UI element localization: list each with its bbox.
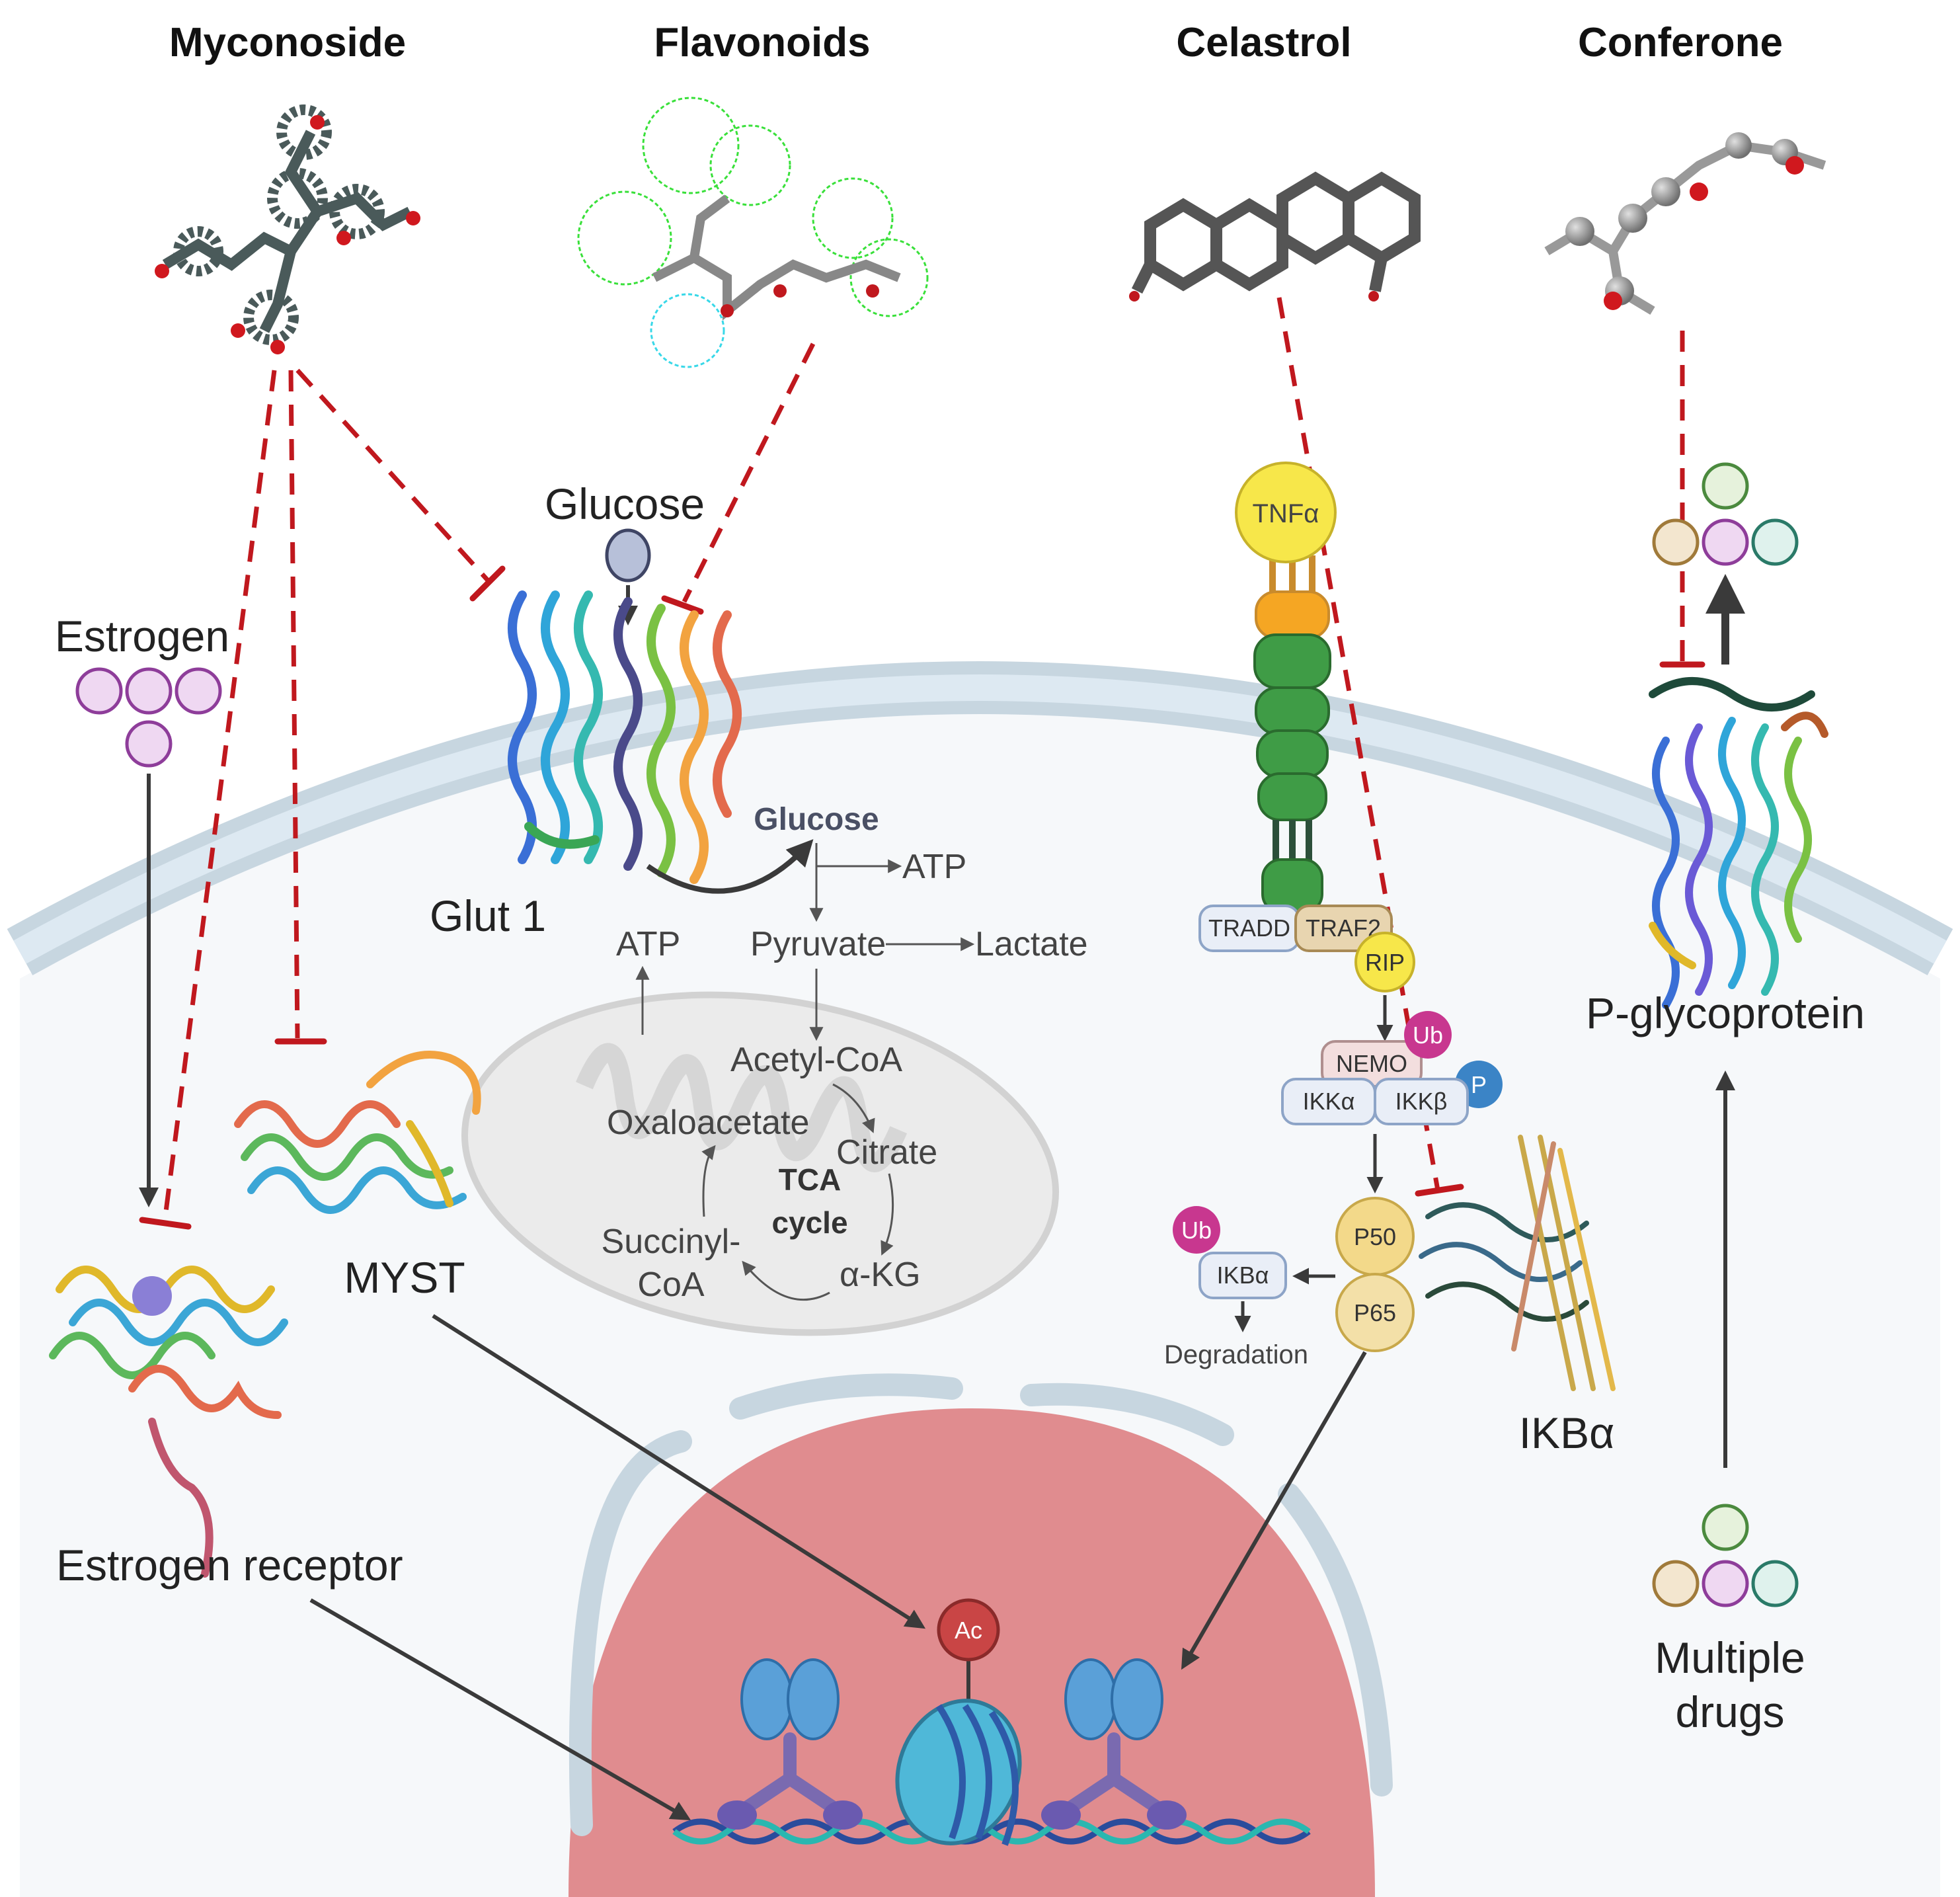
celastrol-structure: [1129, 171, 1421, 302]
ikkb-label: IKKβ: [1395, 1088, 1448, 1115]
tca-label-line1: TCA: [779, 1162, 842, 1197]
ub-label-2: Ub: [1181, 1217, 1212, 1244]
tca-label-line2: cycle: [771, 1205, 847, 1240]
oxaloacetate-label: Oxaloacetate: [607, 1104, 809, 1142]
celastrol-title: Celastrol: [1176, 20, 1351, 65]
conferone-title: Conferone: [1578, 20, 1783, 65]
estrogen-label: Estrogen: [55, 612, 229, 661]
succinyl-coa-label-line1: Succinyl-: [602, 1223, 741, 1261]
myst-protein: [234, 1051, 481, 1214]
tnf-receptor: [1253, 555, 1331, 914]
ub-node-2: [1173, 1206, 1220, 1254]
atp-top-label: ATP: [902, 848, 966, 886]
myst-arrow: [432, 1314, 926, 1629]
tradd-label: TRADD: [1208, 914, 1290, 942]
p65-label: P65: [1354, 1299, 1396, 1326]
rip-node: [1354, 932, 1415, 992]
estrogen-receptor-protein: [49, 1266, 288, 1578]
ikkb-box: [1374, 1078, 1469, 1125]
cell-membrane: [7, 661, 1953, 1897]
transcription-factor-right: [1041, 1658, 1187, 1830]
degradation-label: Degradation: [1164, 1340, 1308, 1369]
estrogen-molecules: [75, 667, 222, 768]
akg-label: α-KG: [840, 1256, 921, 1294]
glut1-protein: [508, 590, 742, 884]
ub-label-1: Ub: [1413, 1022, 1443, 1049]
mitochondrion: [461, 991, 1059, 1336]
rip-label: RIP: [1365, 949, 1405, 976]
tnfa-node: [1235, 462, 1337, 563]
citrate-label: Citrate: [836, 1133, 937, 1172]
atp-left-label: ATP: [616, 925, 680, 963]
efflux-drugs: [1652, 462, 1799, 566]
myconoside-structure: [155, 104, 420, 354]
flavonoids-structure: [577, 97, 929, 368]
ub-node-1: [1404, 1011, 1452, 1059]
glut1-label: Glut 1: [430, 891, 546, 940]
myst-label: MYST: [344, 1253, 465, 1302]
ikba-box-label: IKBα: [1217, 1262, 1269, 1289]
nemo-label: NEMO: [1336, 1050, 1407, 1077]
ikka-label: IKKα: [1303, 1088, 1355, 1115]
ikba-protein: [1419, 1135, 1616, 1391]
glucose-molecule: [605, 528, 651, 583]
p-glycoprotein-protein: [1649, 677, 1828, 1009]
ikba-box: [1198, 1252, 1287, 1299]
p-glycoprotein-label: P-glycoprotein: [1586, 989, 1865, 1037]
glucose-outside-label: Glucose: [545, 479, 705, 528]
p50-label: P50: [1354, 1223, 1396, 1250]
lactate-label: Lactate: [975, 925, 1088, 963]
flavonoids-title: Flavonoids: [654, 20, 870, 65]
inhibition-bars: [139, 565, 1705, 1230]
ac-node: [937, 1598, 1000, 1662]
pyruvate-label: Pyruvate: [750, 925, 886, 963]
succinyl-coa-label-line2: CoA: [637, 1266, 704, 1304]
acetyl-coa-label: Acetyl-CoA: [730, 1041, 902, 1079]
multiple-drugs-label-line1: Multiple: [1655, 1633, 1805, 1682]
multiple-drugs-molecules: [1652, 1504, 1799, 1607]
dna-strand: [672, 1818, 1311, 1845]
estrogen-receptor-arrow: [309, 1598, 691, 1821]
tnfa-label: TNFα: [1253, 499, 1319, 528]
myconoside-title: Myconoside: [169, 20, 406, 65]
p-label: P: [1471, 1071, 1487, 1098]
transcription-factor-left: [717, 1658, 863, 1830]
ac-label: Ac: [955, 1617, 982, 1644]
estrogen-receptor-label: Estrogen receptor: [56, 1541, 403, 1590]
glut1-to-glucose-arrow: [646, 839, 814, 894]
ikba-protein-label: IKBα: [1519, 1408, 1615, 1457]
multiple-drugs-label-line2: drugs: [1675, 1687, 1784, 1736]
inhibition-lines: [163, 297, 1685, 1217]
p65-node: [1335, 1273, 1415, 1352]
conferone-structure: [1544, 132, 1826, 315]
glucose-inside-label: Glucose: [754, 802, 879, 837]
metabolism: Glucose ATP Pyruvate Lactate ATP Acetyl-…: [602, 802, 1088, 1304]
p65-to-dna-arrow: [1181, 1351, 1367, 1670]
nucleosome: [895, 1656, 1022, 1846]
